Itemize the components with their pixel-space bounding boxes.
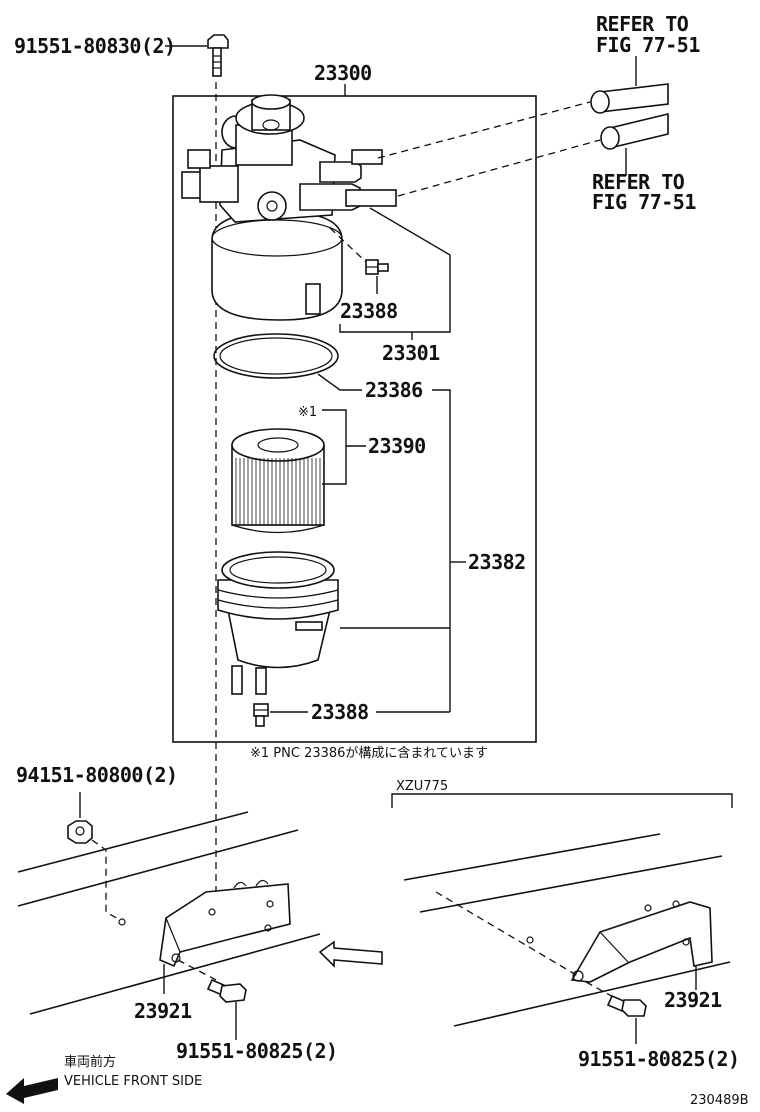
bracket-right bbox=[570, 900, 713, 983]
plug-lower bbox=[253, 703, 269, 727]
label-bolt-right: 91551-80825(2) bbox=[578, 1047, 740, 1071]
label-case-group: 23382 bbox=[468, 550, 526, 574]
bracket-left bbox=[159, 879, 291, 968]
label-element: 23390 bbox=[368, 434, 426, 458]
bolt-left bbox=[206, 978, 247, 1003]
label-refer-1-line2: FIG 77-51 bbox=[596, 33, 700, 57]
label-bracket-left: 23921 bbox=[134, 999, 192, 1023]
frame-rails-left bbox=[17, 811, 321, 1015]
frame-rails-right bbox=[403, 833, 731, 1027]
label-refer-1-line1: REFER TO bbox=[596, 12, 689, 36]
filter-case bbox=[217, 551, 339, 695]
label-bolt-top: 91551-80830(2) bbox=[14, 34, 176, 58]
label-variant: XZU775 bbox=[396, 779, 448, 794]
bolt-top bbox=[207, 34, 229, 77]
label-plug-lower: 23388 bbox=[311, 700, 369, 724]
o-ring bbox=[213, 333, 339, 379]
label-nut: 94151-80800(2) bbox=[16, 763, 178, 787]
label-note-mark: ※1 bbox=[298, 405, 317, 420]
label-refer-2-line1: REFER TO bbox=[592, 170, 685, 194]
filter-head bbox=[181, 94, 397, 321]
pipe-lower bbox=[600, 112, 669, 150]
filter-element bbox=[231, 428, 325, 534]
label-head-group: 23301 bbox=[382, 341, 440, 365]
direction-arrow-icon bbox=[318, 940, 383, 968]
pipe-upper bbox=[590, 83, 669, 114]
label-plug-upper: 23388 bbox=[340, 299, 398, 323]
label-assembly: 23300 bbox=[314, 61, 372, 85]
bolt-right bbox=[606, 994, 647, 1017]
plug-upper bbox=[365, 259, 389, 275]
label-front-jp: 車両前方 bbox=[64, 1054, 116, 1070]
label-refer-2-line2: FIG 77-51 bbox=[592, 190, 696, 214]
label-front-en: VEHICLE FRONT SIDE bbox=[64, 1074, 202, 1089]
label-figure-code: 230489B bbox=[690, 1093, 749, 1108]
label-bracket-right: 23921 bbox=[664, 988, 722, 1012]
assembly-box bbox=[172, 95, 537, 743]
label-note-text: ※1 PNC 23386が構成に含まれています bbox=[250, 745, 488, 761]
label-bolt-left: 91551-80825(2) bbox=[176, 1039, 338, 1063]
label-o-ring: 23386 bbox=[365, 378, 423, 402]
nut bbox=[67, 820, 93, 844]
front-arrow-icon bbox=[6, 1078, 58, 1104]
